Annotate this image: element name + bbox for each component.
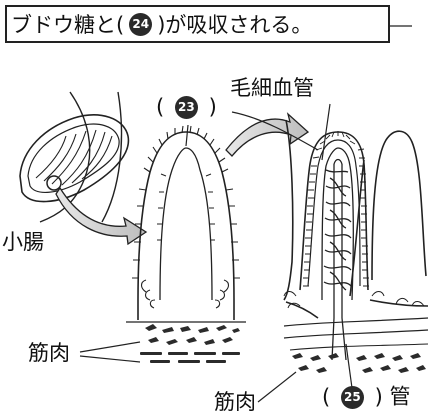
label-muscle-left: 筋肉: [28, 343, 70, 364]
label-small-intestine: 小腸: [2, 232, 44, 253]
label-muscle-bottom: 筋肉: [214, 392, 256, 413]
paren-open-23: (: [156, 97, 164, 118]
answer-blank-23-badge: 23: [175, 96, 198, 119]
answer-blank-25: ( 25 ) 管: [322, 386, 410, 409]
title-text-before: ブドウ糖と(: [11, 9, 124, 39]
answer-blank-23: ( 23 ): [156, 96, 217, 119]
intestinal-fold-figure: [126, 132, 246, 322]
small-intestine-figure: [20, 92, 128, 222]
fold-muscle-layer: [140, 324, 240, 363]
paren-open-25: (: [322, 387, 330, 408]
lacteal-vessel: [332, 160, 346, 361]
zoom-arrow-2: [226, 114, 308, 156]
capillary-network: [322, 148, 353, 300]
answer-blank-24-badge: 24: [129, 13, 152, 36]
villus-figure: [284, 120, 428, 350]
title-text-after: )が吸収される。: [157, 9, 312, 39]
fold-villi-fringe: [132, 126, 240, 308]
answer-blank-25-badge: 25: [341, 386, 364, 409]
label-vessel-suffix: 管: [389, 385, 410, 409]
label-capillary: 毛細血管: [230, 78, 314, 99]
paren-close-25: ): [375, 387, 383, 408]
paren-close-23: ): [209, 97, 217, 118]
fold-inner-ridges: [157, 174, 215, 240]
title-banner: ブドウ糖と( 24 )が吸収される。: [5, 5, 390, 43]
villus-muscle-layer: [292, 353, 426, 373]
